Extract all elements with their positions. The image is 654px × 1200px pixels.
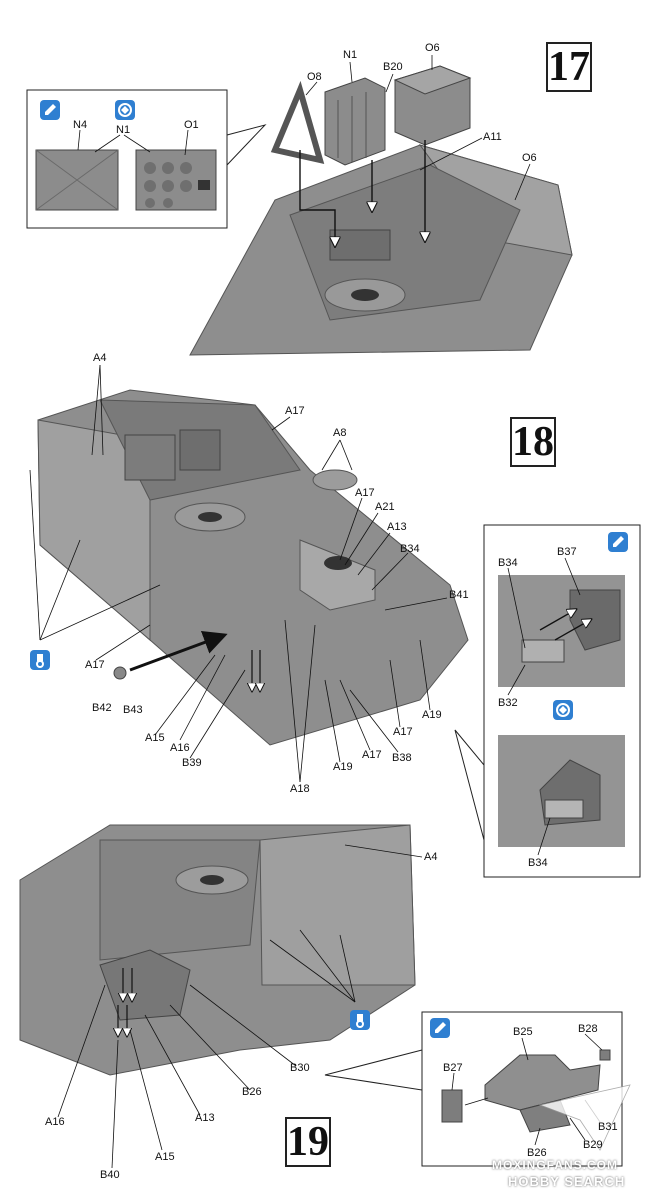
inset-19-callout xyxy=(324,1049,423,1091)
part-label: A17 xyxy=(362,749,382,761)
part-label: B29 xyxy=(583,1139,603,1151)
option-icon xyxy=(553,700,573,720)
part-label: A17 xyxy=(285,405,305,417)
remove-icon xyxy=(30,650,50,670)
step17-hull xyxy=(189,144,573,356)
step-number-18: 18 xyxy=(510,417,556,467)
part-label: B39 xyxy=(182,757,202,769)
step19-hull xyxy=(19,824,416,1076)
inset-18-callout xyxy=(454,729,485,841)
part-label: B30 xyxy=(290,1062,310,1074)
part-label: A8 xyxy=(333,427,347,439)
part-label: B32 xyxy=(498,697,518,709)
glue-icon xyxy=(40,100,60,120)
part-label: B26 xyxy=(527,1147,547,1159)
part-label: B38 xyxy=(392,752,412,764)
part-label: A15 xyxy=(145,732,165,744)
glue-icon xyxy=(608,532,628,552)
leader-lines-19 xyxy=(57,844,423,1169)
part-label: A19 xyxy=(422,709,442,721)
step-number-19: 19 xyxy=(285,1117,331,1167)
part-label: B37 xyxy=(557,546,577,558)
part-label: A17 xyxy=(355,487,375,499)
glue-icon xyxy=(430,1018,450,1038)
part-label: A11 xyxy=(483,131,502,143)
down-arrows-19 xyxy=(118,968,132,1035)
down-arrows-18 xyxy=(252,650,260,690)
placement-arrows-17 xyxy=(299,140,425,245)
part-label: B20 xyxy=(383,61,403,73)
part-label: A21 xyxy=(375,501,395,513)
part-label: A4 xyxy=(93,352,107,364)
inset-17-callout xyxy=(226,124,267,166)
part-label: A19 xyxy=(333,761,353,773)
part-b42-b43 xyxy=(113,666,127,680)
part-label: A16 xyxy=(170,742,190,754)
inset-18-detail-a xyxy=(498,575,625,687)
part-label: B26 xyxy=(242,1086,262,1098)
part-o8-frame xyxy=(270,80,325,165)
part-label: A13 xyxy=(387,521,407,533)
leader-lines-inset17 xyxy=(77,129,189,156)
part-label: B42 xyxy=(92,702,112,714)
leader-lines-inset18 xyxy=(507,557,581,856)
part-label: O1 xyxy=(184,119,199,131)
part-label: B28 xyxy=(578,1023,598,1035)
part-label: O8 xyxy=(307,71,322,83)
leader-lines-17 xyxy=(305,55,531,201)
part-label: A17 xyxy=(393,726,413,738)
inset-18-detail-b xyxy=(498,735,625,847)
watermark-text: MOXINGFANS.COM xyxy=(492,1158,619,1172)
part-label: B40 xyxy=(100,1169,120,1181)
part-label: N1 xyxy=(116,124,131,136)
part-label: A16 xyxy=(45,1116,65,1128)
part-label: A15 xyxy=(155,1151,175,1163)
option-icon xyxy=(115,100,135,120)
part-label: B43 xyxy=(123,704,143,716)
part-label: B34 xyxy=(498,557,518,569)
watermark-text: HOBBY SEARCH xyxy=(508,1174,626,1189)
part-n1-box xyxy=(324,77,386,166)
part-label: A4 xyxy=(424,851,438,863)
part-o6-box xyxy=(393,65,472,146)
part-label: B41 xyxy=(449,589,469,601)
leader-lines-18 xyxy=(29,364,448,783)
part-label: N1 xyxy=(343,49,358,61)
part-label: B25 xyxy=(513,1026,533,1038)
step18-hull xyxy=(37,389,469,746)
part-label: B34 xyxy=(528,857,548,869)
watermark-plane xyxy=(538,1084,631,1151)
remove-icon xyxy=(350,1010,370,1030)
part-label: O6 xyxy=(522,152,537,164)
part-label: N4 xyxy=(73,119,88,131)
part-label: O6 xyxy=(425,42,440,54)
step-number-17: 17 xyxy=(546,42,592,92)
part-label: B31 xyxy=(598,1121,618,1133)
part-label: A18 xyxy=(290,783,310,795)
part-label: A13 xyxy=(195,1112,215,1124)
part-label: B34 xyxy=(400,543,420,555)
part-label: A17 xyxy=(85,659,105,671)
insert-arrow-18 xyxy=(129,630,228,672)
inset-17-parts xyxy=(35,149,217,211)
part-label: B27 xyxy=(443,1062,463,1074)
